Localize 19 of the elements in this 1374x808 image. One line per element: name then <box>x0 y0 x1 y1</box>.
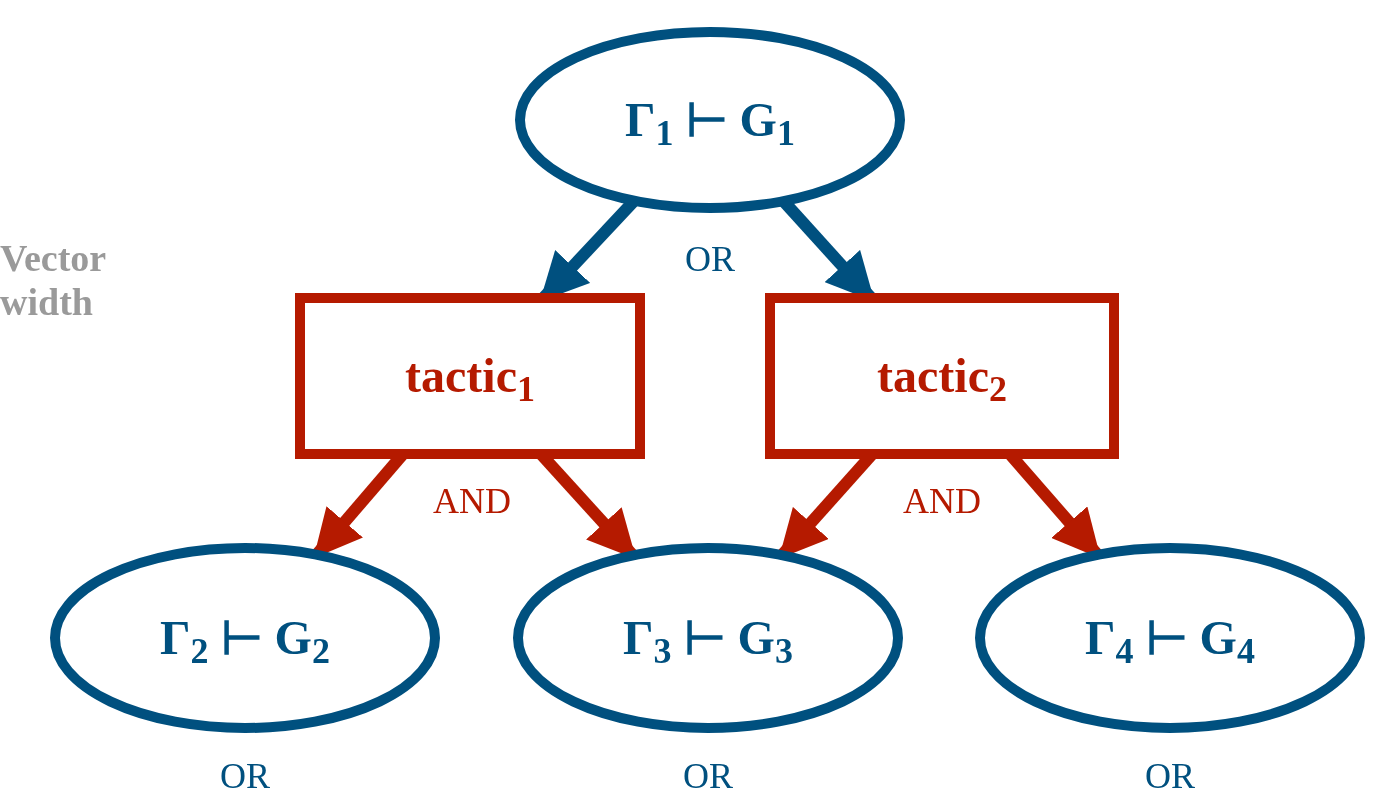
tactic-text: tactic$_{1}$ <box>405 352 535 400</box>
sequent-text: Γ$_{1}$ ⊢ G$_{1}$ <box>625 96 795 144</box>
or-label: OR <box>1144 758 1196 794</box>
or-label: OR <box>682 758 734 794</box>
sequent-text: Γ$_{4}$ ⊢ G$_{4}$ <box>1085 614 1255 662</box>
goal-ellipse <box>49 542 441 734</box>
or-label: OR <box>219 758 271 794</box>
operator-label: OR <box>684 238 736 281</box>
faint-text: Vector width <box>0 236 107 324</box>
operator-label: AND <box>902 480 982 523</box>
goal-ellipse <box>512 542 904 734</box>
sequent-text: Γ$_{3}$ ⊢ G$_{3}$ <box>623 614 793 662</box>
tactic-text: tactic$_{2}$ <box>877 352 1007 400</box>
goal-ellipse <box>514 26 906 214</box>
tactic-box <box>764 292 1120 460</box>
tactic-box <box>294 292 646 460</box>
sequent-text: Γ$_{2}$ ⊢ G$_{2}$ <box>160 614 330 662</box>
goal-ellipse <box>974 542 1366 734</box>
operator-label: AND <box>432 480 512 523</box>
